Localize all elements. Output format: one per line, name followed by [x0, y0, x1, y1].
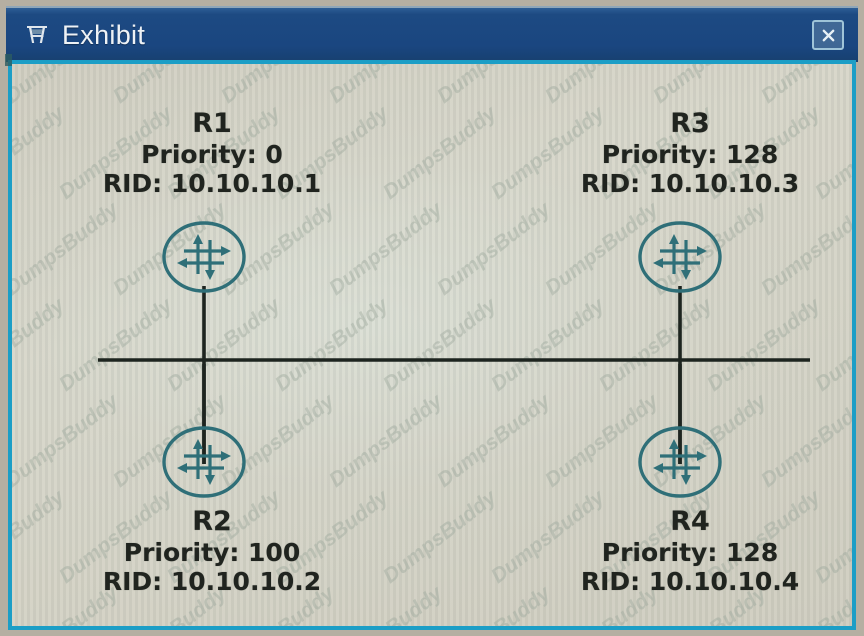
router-rid-r3: RID: 10.10.10.3 [580, 168, 800, 198]
router-icon-r1 [162, 221, 246, 293]
router-priority-r4: Priority: 128 [601, 537, 779, 567]
router-label-r4: R4 Priority: 128 RID: 10.10.10.4 [578, 506, 802, 596]
router-name-r4: R4 [670, 506, 710, 537]
network-diagram: R1 Priority: 0 RID: 10.10.10.1 R3 Priori… [12, 64, 852, 626]
page-edge-artifact [5, 54, 12, 66]
router-rid-r4: RID: 10.10.10.4 [580, 566, 800, 596]
router-label-r3: R3 Priority: 128 RID: 10.10.10.3 [578, 108, 802, 198]
router-priority-r1: Priority: 0 [141, 139, 283, 169]
router-label-r1: R1 Priority: 0 RID: 10.10.10.1 [100, 108, 324, 198]
router-name-r1: R1 [192, 108, 232, 139]
window-titlebar: Exhibit [6, 6, 858, 62]
router-priority-r3: Priority: 128 [601, 139, 779, 169]
router-rid-r1: RID: 10.10.10.1 [102, 168, 322, 198]
router-priority-r2: Priority: 100 [123, 537, 301, 567]
router-name-r2: R2 [192, 506, 232, 537]
close-icon[interactable] [812, 20, 844, 50]
router-name-r3: R3 [670, 108, 710, 139]
router-rid-r2: RID: 10.10.10.2 [102, 566, 322, 596]
titlebar-left-group: Exhibit [24, 20, 812, 51]
router-icon-r3 [638, 221, 722, 293]
router-label-r2: R2 Priority: 100 RID: 10.10.10.2 [100, 506, 324, 596]
exhibit-easel-icon [24, 23, 50, 47]
window-title: Exhibit [62, 19, 146, 50]
